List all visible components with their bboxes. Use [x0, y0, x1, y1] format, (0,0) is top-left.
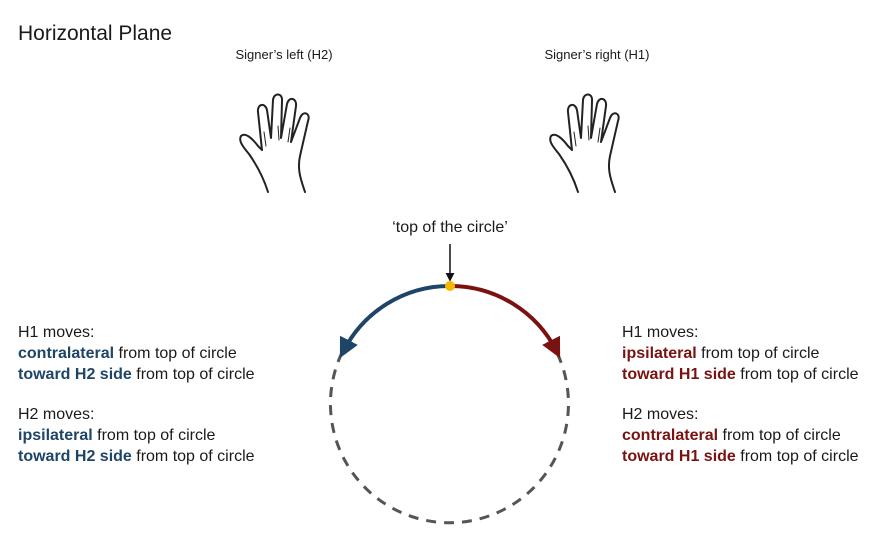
left-hand-icon [239, 93, 310, 193]
signer-right-label: Signer’s right (H1) [544, 47, 650, 62]
left-h2-line-1-rest: from top of circle [92, 427, 216, 444]
top-of-circle-dot [445, 281, 455, 291]
right-h2-line-2: toward H1 side from top of circle [622, 446, 859, 467]
right-hand-icon [549, 93, 620, 193]
right-h1-line-2-rest: from top of circle [735, 366, 859, 383]
signer-left-label: Signer’s left (H2) [235, 47, 333, 62]
dashed-circle-arc [328, 351, 570, 525]
left-h1-line-2-term: toward H2 side [18, 366, 132, 383]
right-h1-line-1-rest: from top of circle [696, 345, 820, 362]
left-h1-line-2-rest: from top of circle [131, 366, 255, 383]
right-h2-line-1-term: contralateral [622, 427, 719, 444]
right-description-block: H1 moves: ipsilateral from top of circle… [622, 322, 859, 467]
right-h1-line-2-term: toward H1 side [622, 366, 736, 383]
right-h2-line-2-term: toward H1 side [622, 448, 736, 465]
left-h1-line-2: toward H2 side from top of circle [18, 364, 255, 385]
right-h2-line-1-rest: from top of circle [718, 427, 841, 444]
left-h2-line-2: toward H2 side from top of circle [18, 446, 255, 467]
left-h2-line-2-rest: from top of circle [131, 448, 255, 465]
right-h1-line-1-term: ipsilateral [622, 345, 697, 362]
right-h1-line-1: ipsilateral from top of circle [622, 343, 859, 364]
right-h2-line-1: contralateral from top of circle [622, 425, 859, 446]
h1-side-arrow [450, 284, 561, 359]
left-h2-line-1: ipsilateral from top of circle [18, 425, 255, 446]
left-h2-line-2-term: toward H2 side [18, 448, 132, 465]
h2-side-arrow [339, 284, 450, 359]
left-h2-heading: H2 moves: [18, 406, 95, 423]
right-h2-heading: H2 moves: [622, 406, 699, 423]
left-description-block: H1 moves: contralateral from top of circ… [18, 322, 255, 467]
right-h1-heading: H1 moves: [622, 324, 699, 341]
right-h1-line-2: toward H1 side from top of circle [622, 364, 859, 385]
left-h1-line-1-rest: from top of circle [114, 345, 237, 362]
top-of-circle-label: ‘top of the circle’ [392, 219, 508, 236]
left-h1-heading: H1 moves: [18, 324, 95, 341]
diagram-title: Horizontal Plane [18, 22, 173, 45]
left-h1-line-1: contralateral from top of circle [18, 343, 255, 364]
right-h2-line-2-rest: from top of circle [735, 448, 859, 465]
left-h2-line-1-term: ipsilateral [18, 427, 93, 444]
left-h1-line-1-term: contralateral [18, 345, 115, 362]
